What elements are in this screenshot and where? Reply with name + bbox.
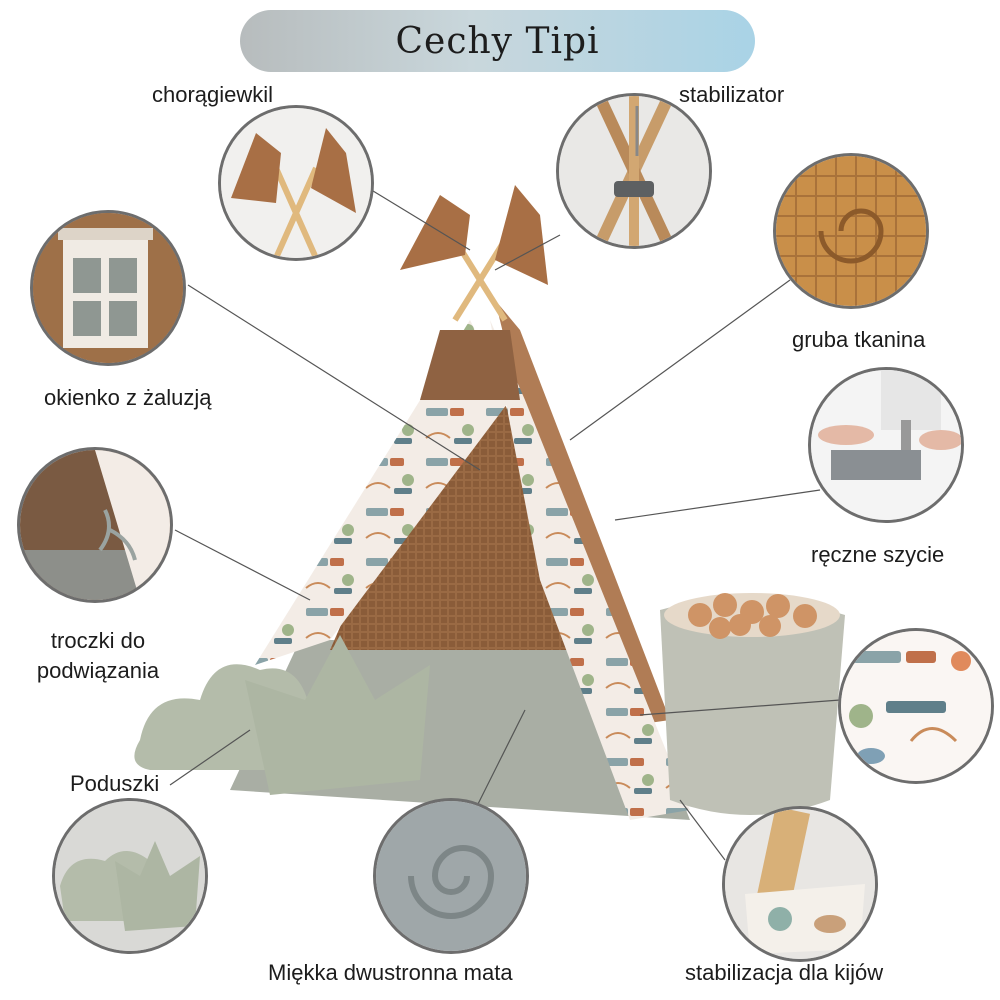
window-detail-photo	[30, 210, 186, 366]
sewing-machine-photo-icon	[811, 370, 961, 520]
label-ties-line1: troczki do	[50, 628, 146, 653]
label-ties: troczki do podwiązania	[18, 626, 178, 686]
pattern-detail-photo	[838, 628, 994, 784]
title-banner: Cechy Tipi	[240, 10, 755, 72]
label-sewing: ręczne szycie	[811, 542, 945, 567]
tipi-right-panel	[490, 320, 690, 820]
label-fabric: gruba tkanina	[792, 327, 926, 352]
fabric-detail-photo	[773, 153, 929, 309]
label-mat: Miękka dwustronna mata	[268, 960, 513, 985]
pole-detail-photo	[722, 806, 878, 962]
window-photo-icon	[33, 213, 183, 363]
label-flags: chorągiewkil	[152, 82, 274, 107]
label-stabilizer: stabilizator	[679, 82, 785, 107]
label-pillows: Poduszki	[70, 771, 160, 796]
flags-detail-photo	[218, 105, 374, 261]
label-ties-line2: podwiązania	[36, 658, 160, 683]
page-title: Cechy Tipi	[395, 20, 600, 62]
tipi-side-panel	[495, 300, 670, 730]
mat-detail-photo	[373, 798, 529, 954]
train-pattern-photo-icon	[841, 631, 991, 781]
ties-detail-photo	[17, 447, 173, 603]
stabilizer-detail-photo	[556, 93, 712, 249]
waffle-fabric-photo-icon	[776, 156, 926, 306]
stabilizer-photo-icon	[559, 96, 709, 246]
pillows-photo-icon	[55, 801, 205, 951]
label-pole-stabilization: stabilizacja dla kijów	[685, 960, 884, 985]
flags-photo-icon	[221, 108, 371, 258]
pole-pocket-photo-icon	[725, 809, 875, 959]
flag-right	[495, 185, 548, 285]
pillows-detail-photo	[52, 798, 208, 954]
ties-photo-icon	[20, 450, 170, 600]
mat-fabric-photo-icon	[376, 801, 526, 951]
flag-left	[400, 195, 470, 270]
tipi-top-panel	[420, 330, 520, 400]
sewing-detail-photo	[808, 367, 964, 523]
label-window: okienko z żaluzją	[44, 385, 212, 410]
crown-pillow	[245, 635, 430, 795]
